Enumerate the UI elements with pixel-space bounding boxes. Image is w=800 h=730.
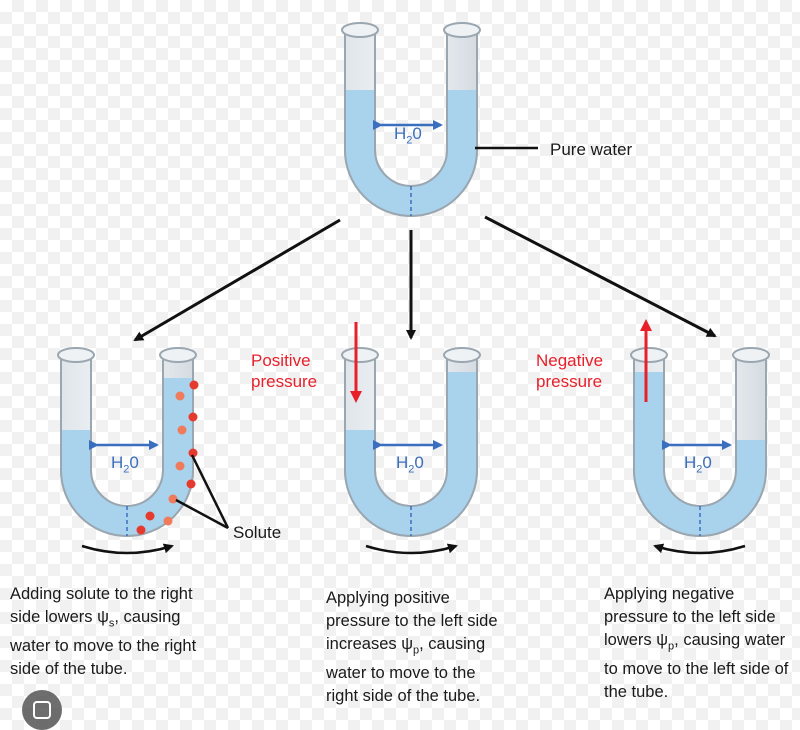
negative-pressure-line2: pressure <box>536 372 603 391</box>
water-flow-arrow <box>653 543 746 555</box>
solute-particle <box>175 391 185 401</box>
solute-particle <box>136 525 146 535</box>
solute-particle <box>188 448 198 458</box>
water-flow-arrow <box>81 543 174 555</box>
solute-particle <box>145 511 155 521</box>
image-search-lens-button[interactable] <box>22 690 62 730</box>
solute-particle <box>175 461 185 471</box>
solute-particle <box>177 425 187 435</box>
lens-icon <box>33 701 51 719</box>
positive-pressure-label: Positive pressure <box>251 350 317 392</box>
h2o-label-middle: H20 <box>396 453 424 476</box>
h2o-label-top: H20 <box>394 124 422 147</box>
tube-negative <box>630 347 770 555</box>
h2o-label-right: H20 <box>684 453 712 476</box>
caption-middle: Applying positive pressure to the left s… <box>326 589 498 706</box>
solute-pointer-1 <box>190 454 230 529</box>
tube-solute <box>57 347 197 555</box>
tube-positive <box>341 347 481 555</box>
solute-particle <box>168 494 178 504</box>
positive-pressure-line2: pressure <box>251 372 318 391</box>
solute-pointer-2 <box>175 498 229 530</box>
solute-particle <box>186 479 196 489</box>
negative-pressure-line1: Negative <box>536 351 604 370</box>
solute-particle <box>163 516 173 526</box>
solute-particle <box>189 380 199 390</box>
caption-right: Applying negative pressure to the left s… <box>604 585 789 702</box>
arrow-to-right <box>484 215 717 338</box>
solute-particle <box>188 412 198 422</box>
positive-pressure-line1: Positive <box>251 351 311 370</box>
caption-left: Adding solute to the right side lowers ψ… <box>10 585 197 679</box>
solute-label: Solute <box>233 523 282 542</box>
h2o-label-left: H20 <box>111 453 139 476</box>
water-flow-arrow <box>365 543 458 555</box>
pure-water-label: Pure water <box>550 140 633 159</box>
arrow-to-left <box>133 218 341 342</box>
negative-pressure-label: Negative pressure <box>536 350 603 392</box>
